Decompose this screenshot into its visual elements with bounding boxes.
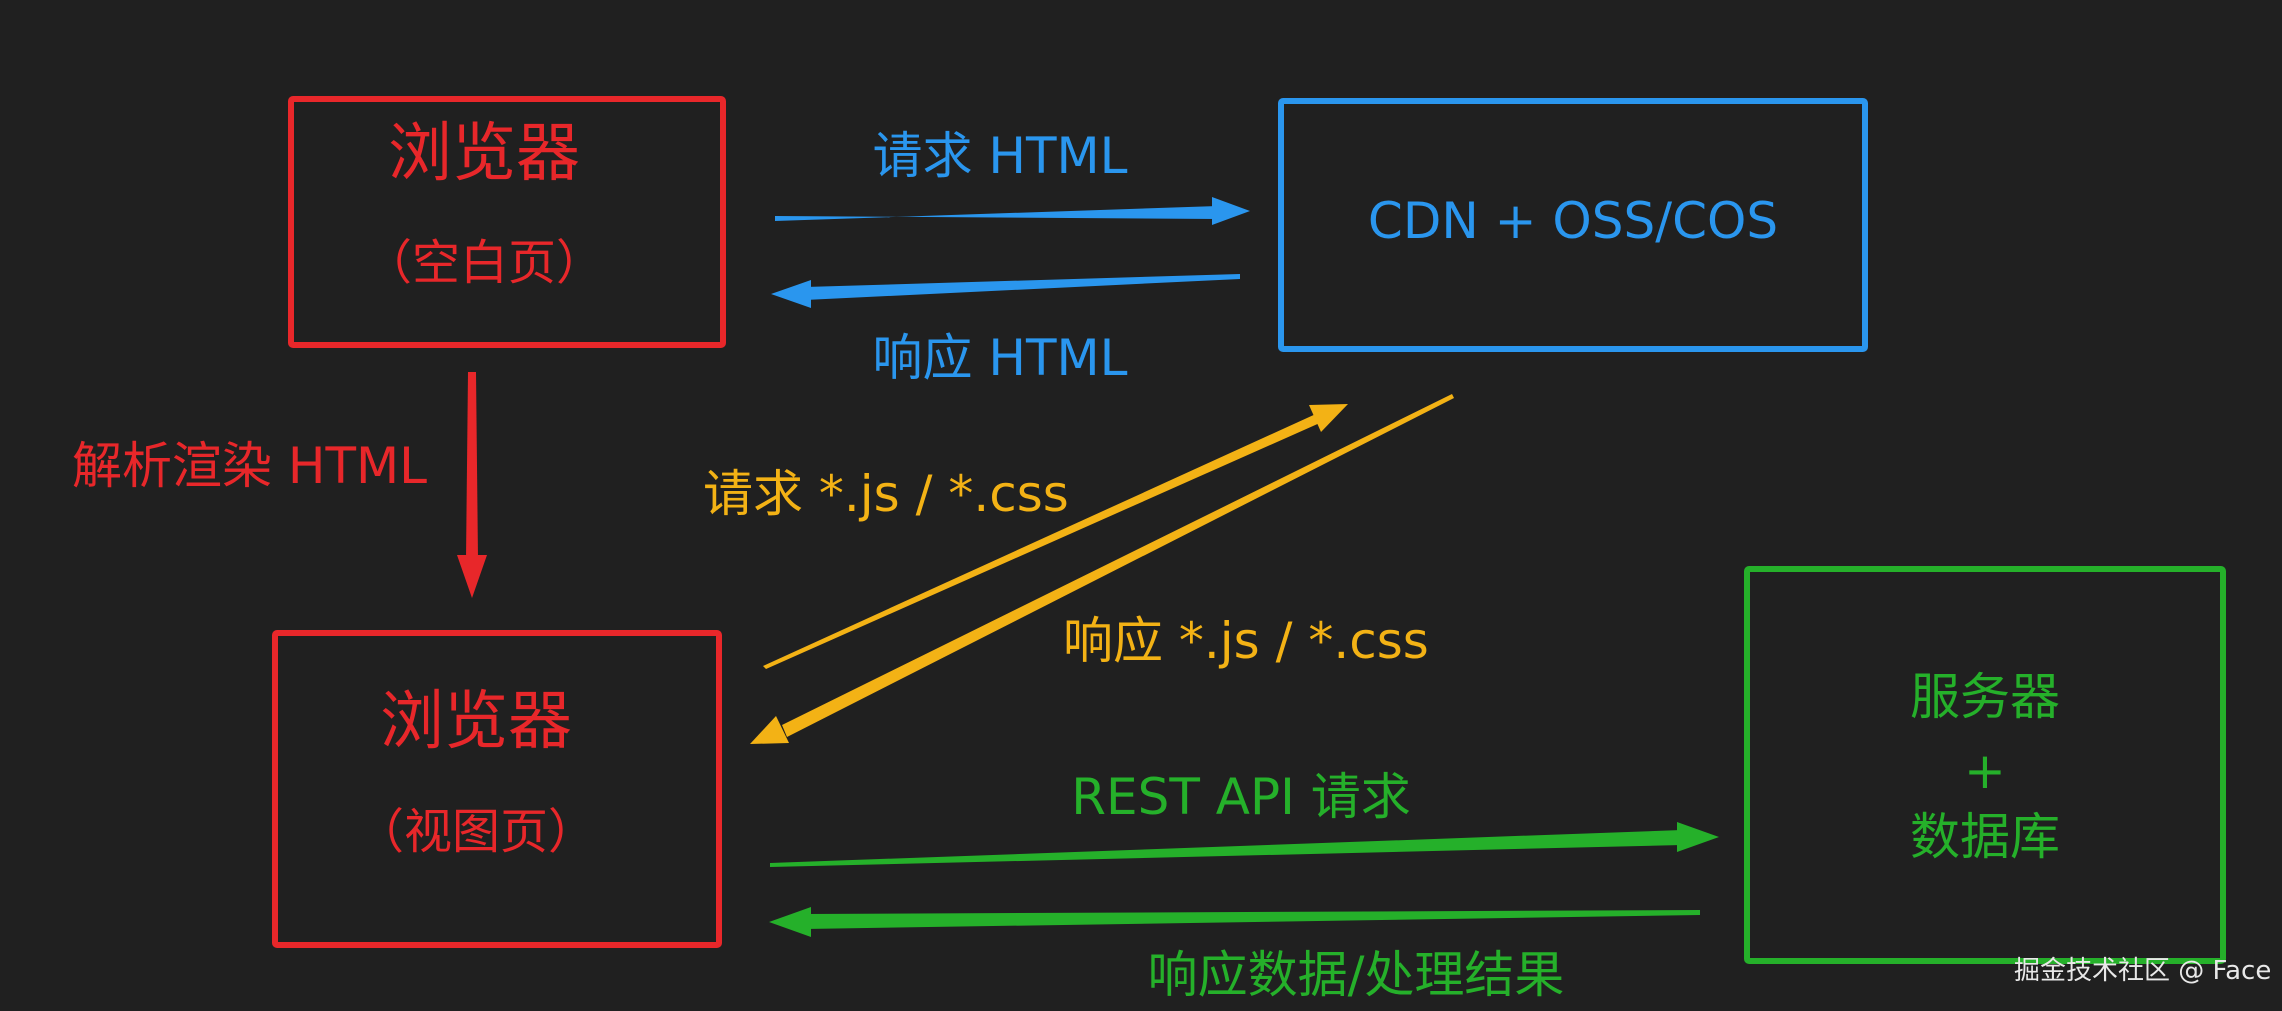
- browser-blank-subtitle: （空白页）: [363, 235, 605, 291]
- server-database-node: [1744, 566, 2226, 964]
- database-title: 数据库: [1910, 808, 2060, 866]
- request-html-label: 请求 HTML: [872, 127, 1128, 185]
- response-js-css-label: 响应 *.js / *.css: [1063, 612, 1429, 670]
- request-html-arrow: [775, 197, 1250, 225]
- server-title: 服务器: [1910, 668, 2060, 726]
- rest-api-request-arrow: [770, 822, 1719, 867]
- rest-api-request-label: REST API 请求: [1071, 768, 1411, 826]
- response-data-arrow: [769, 907, 1700, 937]
- browser-blank-title: 浏览器: [388, 117, 580, 191]
- browser-view-title: 浏览器: [380, 685, 572, 759]
- response-data-label: 响应数据/处理结果: [1147, 946, 1565, 1004]
- request-js-css-label: 请求 *.js / *.css: [703, 465, 1069, 523]
- server-plus: +: [1964, 742, 2006, 800]
- parse-render-label: 解析渲染 HTML: [72, 437, 428, 495]
- cdn-oss-cos-node: [1278, 98, 1868, 352]
- response-html-arrow: [771, 274, 1240, 308]
- cdn-oss-cos-title: CDN + OSS/COS: [1367, 192, 1779, 250]
- response-js-css-arrow: [750, 394, 1454, 744]
- parse-render-arrow: [457, 372, 487, 598]
- browser-blank-node: [288, 96, 726, 348]
- request-js-css-arrow: [763, 404, 1348, 669]
- watermark-text: 掘金技术社区 @ Face: [2014, 956, 2272, 986]
- browser-view-node: [272, 630, 722, 948]
- response-html-label: 响应 HTML: [872, 329, 1128, 387]
- browser-view-subtitle: （视图页）: [355, 804, 597, 860]
